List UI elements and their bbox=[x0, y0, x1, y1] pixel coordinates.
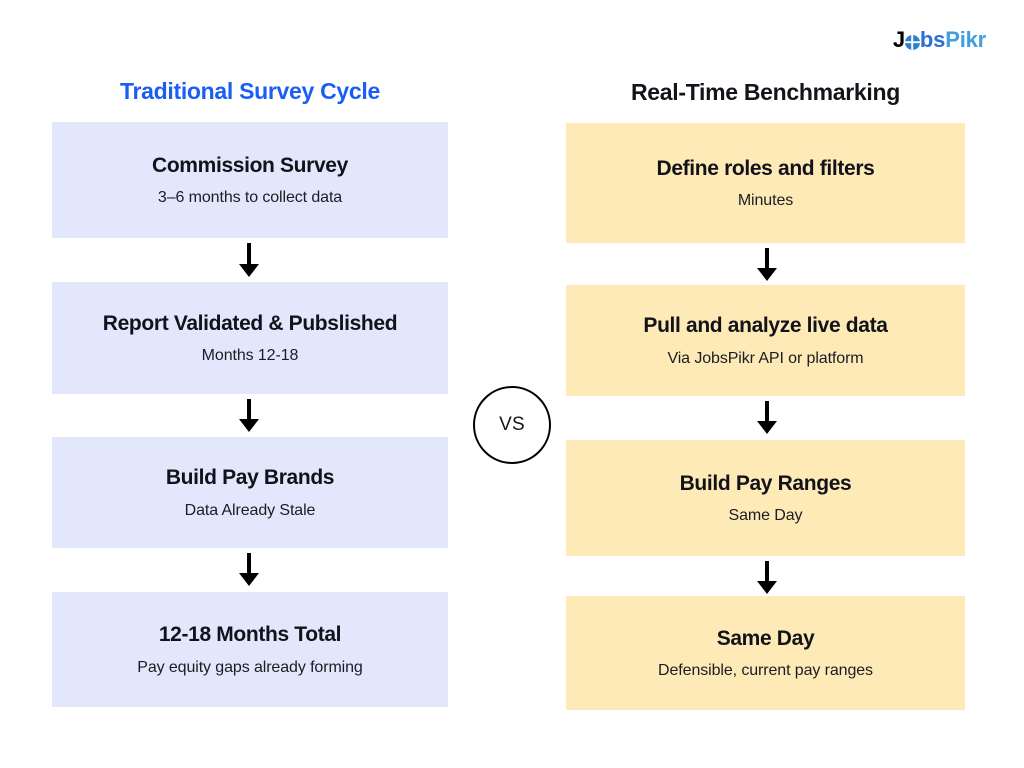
flow-step-title: Pull and analyze live data bbox=[643, 314, 888, 338]
arrow-head bbox=[757, 421, 777, 434]
flow-step-subtitle: Pay equity gaps already forming bbox=[137, 658, 363, 676]
down-arrow-icon bbox=[236, 243, 262, 277]
down-arrow-icon bbox=[754, 561, 780, 594]
flow-step-title: Commission Survey bbox=[152, 153, 348, 177]
flow-step-title: Build Pay Brands bbox=[165, 466, 335, 490]
arrow-shaft bbox=[765, 248, 769, 269]
down-arrow-icon bbox=[236, 553, 262, 586]
flow-step-subtitle: Months 12-18 bbox=[201, 347, 299, 364]
arrow-shaft bbox=[765, 401, 769, 422]
arrow-shaft bbox=[765, 561, 769, 582]
column-heading-right: Real-Time Benchmarking bbox=[630, 79, 901, 105]
flow-step-subtitle: 3–6 months to collect data bbox=[157, 189, 343, 206]
flow-step-subtitle: Minutes bbox=[737, 192, 794, 209]
flow-step-subtitle: Defensible, current pay ranges bbox=[658, 662, 873, 679]
down-arrow-icon bbox=[236, 399, 262, 432]
flow-step-box: Build Pay Ranges Same Day bbox=[566, 440, 965, 556]
flow-step-box: Same Day Defensible, current pay ranges bbox=[566, 596, 965, 710]
flow-step-box: Define roles and filters Minutes bbox=[566, 123, 965, 243]
arrow-shaft bbox=[247, 243, 251, 265]
vs-label: VS bbox=[499, 414, 525, 435]
globe-icon bbox=[904, 34, 920, 50]
flow-step-box: Pull and analyze live data Via JobsPikr … bbox=[566, 285, 965, 396]
flow-step-box: Commission Survey 3–6 months to collect … bbox=[52, 122, 448, 238]
flow-step-title: Define roles and filters bbox=[656, 156, 875, 180]
arrow-shaft bbox=[247, 553, 251, 574]
arrow-shaft bbox=[247, 399, 251, 420]
flow-step-subtitle: Data Already Stale bbox=[184, 501, 316, 519]
arrow-head bbox=[757, 581, 777, 594]
flow-step-title: 12-18 Months Total bbox=[158, 623, 342, 647]
flow-step-subtitle: Via JobsPikr API or platform bbox=[667, 349, 864, 367]
logo-text-p: P bbox=[945, 27, 960, 52]
arrow-head bbox=[239, 419, 259, 432]
down-arrow-icon bbox=[754, 401, 780, 434]
flow-step-title: Report Validated & Pubslished bbox=[102, 311, 398, 335]
logo-text-bs: bs bbox=[919, 27, 946, 52]
flow-step-box: Report Validated & Pubslished Months 12-… bbox=[52, 282, 448, 394]
flow-step-subtitle: Same Day bbox=[728, 507, 803, 524]
column-heading-left: Traditional Survey Cycle bbox=[120, 78, 380, 104]
flow-step-box: 12-18 Months Total Pay equity gaps alrea… bbox=[52, 592, 448, 707]
vs-divider-badge: VS bbox=[473, 386, 551, 464]
arrow-head bbox=[757, 268, 777, 281]
jobspikr-logo: J bs P ikr bbox=[893, 29, 986, 51]
logo-text-j: J bbox=[892, 27, 905, 52]
arrow-head bbox=[239, 264, 259, 277]
flow-step-title: Build Pay Ranges bbox=[679, 471, 852, 495]
flow-step-box: Build Pay Brands Data Already Stale bbox=[52, 437, 448, 548]
logo-text-ikr: ikr bbox=[959, 27, 987, 52]
flow-step-title: Same Day bbox=[716, 626, 815, 650]
down-arrow-icon bbox=[754, 248, 780, 281]
arrow-head bbox=[239, 573, 259, 586]
